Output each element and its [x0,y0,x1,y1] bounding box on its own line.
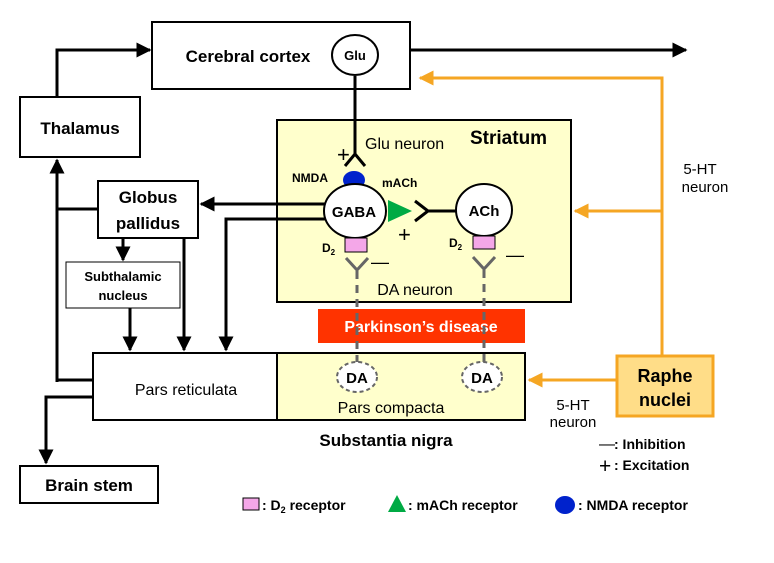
raphe-nuclei-box [615,354,715,418]
legend-excitation-symbol: + [599,455,611,478]
glu-node [331,34,379,76]
raphe-label-2: nuclei [639,390,691,410]
arrow-to-brain-stem [38,395,93,465]
legend-d2-sub: 2 [281,505,286,515]
gaba-node-label: GABA [332,204,376,221]
da-neuron-label: DA neuron [377,282,453,299]
parkinsons-disease-banner [318,309,525,343]
nmda-label: NMDA [292,171,328,185]
serotonin-bottom-label-1: 5-HT [556,397,589,414]
legend-d2-suffix: receptor [286,497,346,513]
legend-d2-prefix: : D [262,497,281,513]
parkinsons-disease-label: Parkinson’s disease [344,319,497,336]
striatum-label: Striatum [470,128,547,149]
da-left-synapse-terminal [344,256,370,273]
glu-node-label: Glu [344,48,366,63]
serotonin-bottom-label-2: neuron [550,414,597,431]
pars-compacta-label: Pars compacta [338,400,445,417]
d2-left-label-sub: 2 [331,248,336,257]
raphe-label-1: Raphe [637,366,692,386]
mach-receptor-mark [388,200,412,222]
da-node-right-label: DA [471,370,493,387]
pars-reticulata-label: Pars reticulata [135,382,237,399]
da-node-right [461,361,503,393]
legend-mach-swatch [388,495,406,512]
globus-pallidus-label-1: Globus [119,188,178,207]
plus-glu: + [337,142,350,167]
mach-label: mACh [382,176,417,190]
d2-right-label: D2 [449,236,463,252]
glu-synapse-terminal [343,151,367,167]
cerebral-cortex-label: Cerebral cortex [186,47,311,66]
legend-nmda-text: : NMDA receptor [578,497,688,513]
subthalamic-label-1: Subthalamic [84,269,161,284]
d2-receptor-left-mark [344,237,368,253]
d2-right-label-main: D [449,236,458,250]
legend-excitation-text: : Excitation [614,457,689,473]
legend-nmda-swatch [555,496,575,514]
legend-mach-text: : mACh receptor [408,497,518,513]
plus-ach: + [398,222,411,247]
brain-stem-box [19,465,159,504]
da-right-synapse-terminal [471,255,497,272]
substantia-nigra-label: Substantia nigra [319,431,453,450]
subthalamic-label-2: nucleus [98,288,147,303]
arrow-thalamus-to-cortex [55,42,152,97]
substantia-nigra-box [92,352,526,421]
thalamus-label: Thalamus [40,119,119,138]
d2-receptor-right-mark [472,235,496,250]
d2-left-label-main: D [322,241,331,255]
da-node-left-label: DA [346,370,368,387]
d2-right-label-sub: 2 [458,243,463,252]
legend-inhibition-text: : Inhibition [614,436,686,452]
thalamus-box [19,96,141,158]
serotonin-path-to-cortex [418,70,664,356]
legend-d2-swatch [242,497,260,511]
minus-right: — [506,245,524,265]
da-node-left [336,361,378,393]
subthalamic-nucleus-box [65,261,181,309]
legend-inhibition-symbol: — [599,436,615,453]
legend-d2-text: : D2 receptor [262,497,346,515]
ach-node-label: ACh [469,203,500,220]
minus-left: — [371,252,389,272]
arrow-gaba-to-pars-reticulata [218,217,325,352]
glu-neuron-label: Glu neuron [365,136,444,153]
brain-stem-label: Brain stem [45,476,133,495]
ach-synapse-terminal [414,199,431,223]
d2-left-label: D2 [322,241,336,257]
globus-pallidus-label-2: pallidus [116,214,180,233]
serotonin-top-label-2: neuron [682,179,729,196]
serotonin-top-label-1: 5-HT [683,161,716,178]
